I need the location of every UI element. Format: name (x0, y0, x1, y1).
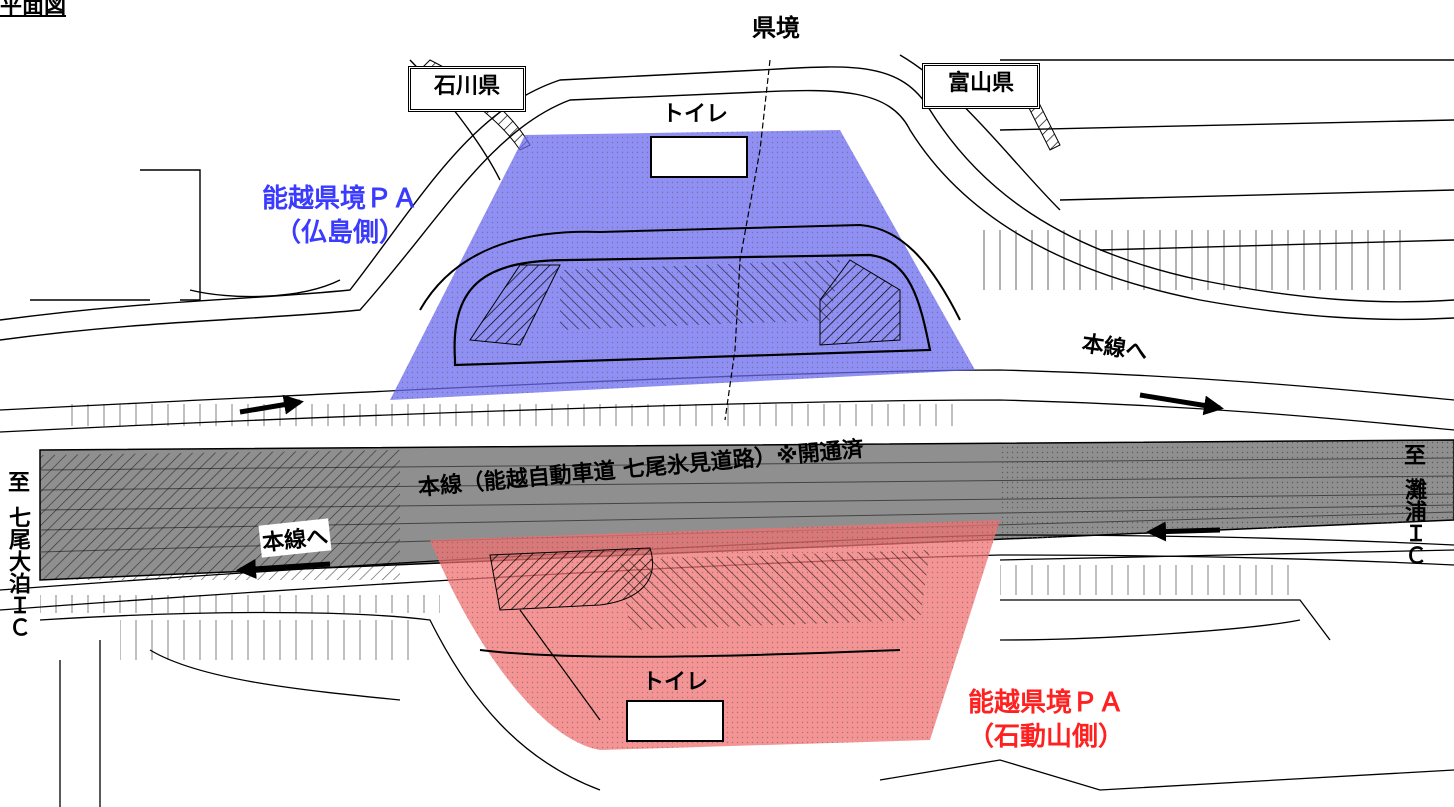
pa-south-area (430, 520, 1000, 750)
page-title: 平面図 (0, 0, 67, 19)
pa-north-name: 能越県境ＰＡ (262, 184, 419, 214)
direction-left-name: 七尾大泊ＩＣ (5, 506, 30, 638)
direction-right-prefix: 至 (1404, 444, 1427, 469)
slope-ticks-upper (980, 230, 1410, 290)
arrow-lower-right (1146, 521, 1221, 542)
arrow-upper-right (1139, 392, 1224, 416)
pa-north-side: （仏島側） (275, 218, 406, 248)
prefecture-border-label: 県境 (752, 14, 800, 42)
traffic-arrows (236, 392, 1224, 579)
mainline-road (39, 439, 1454, 581)
drainage-line (724, 59, 771, 421)
toyama-label: 富山県 (922, 63, 1040, 109)
toilet-label-south: トイレ (642, 670, 709, 695)
terrain-lines-lower (39, 549, 1454, 807)
slope-ticks-lower (120, 620, 420, 660)
toilet-label-north: トイレ (662, 102, 729, 127)
pa-north-area (390, 130, 975, 400)
pa-south-title: 能越県境ＰＡ （石動山側） (968, 686, 1124, 754)
arrow-upper-left (239, 394, 304, 415)
pa-south-name: 能越県境ＰＡ (968, 688, 1125, 718)
road-ticks-upper (60, 404, 960, 426)
road-ticks-lower (40, 595, 440, 613)
direction-left-prefix: 至 (8, 471, 31, 496)
direction-right-name: 灘浦ＩＣ (1401, 478, 1426, 566)
pa-south-side: （石動山側） (968, 722, 1125, 752)
pa-north-title: 能越県境ＰＡ （仏島側） (262, 182, 418, 250)
ishikawa-label: 石川県 (408, 66, 526, 112)
toilet-building-north (650, 136, 748, 178)
arrow-lower-left (236, 558, 331, 579)
slope-ticks-lower-right (1000, 565, 1300, 595)
toilet-building-south (626, 700, 724, 742)
